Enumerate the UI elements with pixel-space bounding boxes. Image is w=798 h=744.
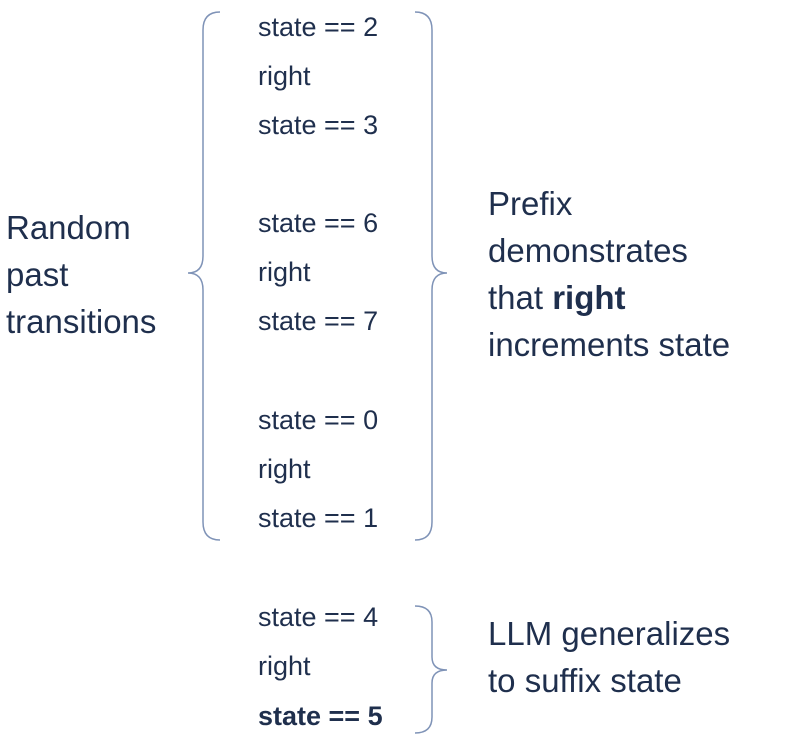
suffix-right-brace bbox=[414, 605, 448, 734]
prefix-state-line: state == 3 bbox=[258, 110, 379, 140]
prefix-action-line: right bbox=[258, 61, 311, 91]
prefix-state-line: state == 1 bbox=[258, 503, 379, 533]
suffix-predicted-state: state == 5 bbox=[258, 701, 383, 731]
prefix-label-right-bold: right bbox=[552, 279, 626, 316]
prefix-right-brace bbox=[414, 11, 448, 541]
suffix-state-line: state == 4 bbox=[258, 602, 379, 632]
prefix-action-line: right bbox=[258, 257, 311, 287]
left-label-line-3: transitions bbox=[6, 303, 157, 340]
suffix-action-line: right bbox=[258, 651, 311, 681]
left-label-line-1: Random bbox=[6, 209, 131, 246]
left-label-line-2: past bbox=[6, 256, 69, 293]
prefix-label-line-2: demonstrates bbox=[488, 232, 688, 269]
prefix-state-line: state == 2 bbox=[258, 12, 379, 42]
prefix-label-line-1: Prefix bbox=[488, 185, 573, 222]
prefix-label-line-3: that right bbox=[488, 281, 626, 314]
prefix-action-line: right bbox=[258, 454, 311, 484]
prefix-label-that: that bbox=[488, 279, 553, 316]
left-brace bbox=[187, 11, 221, 541]
prefix-state-line: state == 6 bbox=[258, 208, 379, 238]
prefix-state-line: state == 7 bbox=[258, 306, 379, 336]
suffix-label-line-1: LLM generalizes bbox=[488, 615, 731, 652]
prefix-label-line-4: increments state bbox=[488, 326, 731, 363]
prefix-state-line: state == 0 bbox=[258, 405, 379, 435]
suffix-label-line-2: to suffix state bbox=[488, 662, 682, 699]
